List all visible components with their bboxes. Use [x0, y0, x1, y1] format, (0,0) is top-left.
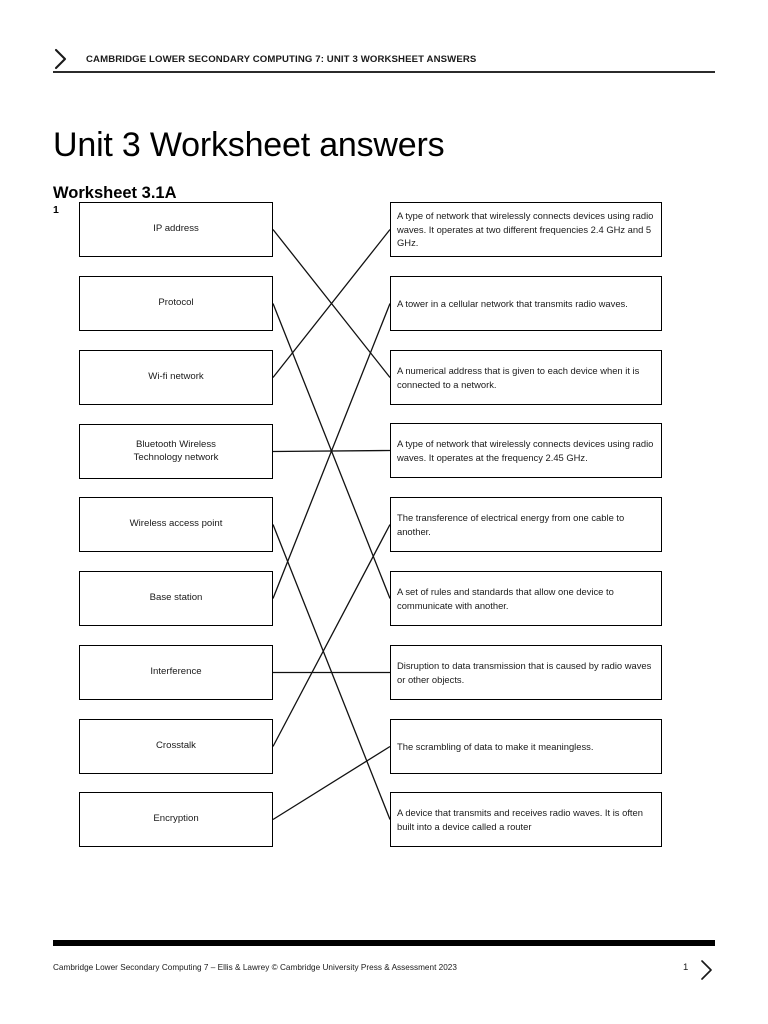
definition-box[interactable]: A type of network that wirelessly connec… — [390, 423, 662, 478]
term-box[interactable]: Wireless access point — [79, 497, 273, 552]
term-box[interactable]: IP address — [79, 202, 273, 257]
connector-line — [272, 524, 391, 747]
header-divider — [53, 71, 715, 73]
footer-credit: Cambridge Lower Secondary Computing 7 – … — [53, 963, 457, 972]
term-label: Protocol — [158, 297, 194, 309]
term-label: Wi-fi network — [148, 371, 204, 383]
definition-box[interactable]: The transference of electrical energy fr… — [390, 497, 662, 552]
header-title: CAMBRIDGE LOWER SECONDARY COMPUTING 7: U… — [86, 53, 477, 65]
definition-text: The transference of electrical energy fr… — [397, 511, 625, 537]
term-box[interactable]: Interference — [79, 645, 273, 700]
definition-box[interactable]: A device that transmits and receives rad… — [390, 792, 662, 847]
term-box[interactable]: Base station — [79, 571, 273, 626]
footer-page-number: 1 — [683, 962, 689, 973]
definition-text: A device that transmits and receives rad… — [397, 806, 643, 832]
term-box[interactable]: Crosstalk — [79, 719, 273, 774]
term-label: IP address — [153, 223, 199, 235]
definition-text: A set of rules and standards that allow … — [397, 585, 614, 611]
connector-line — [272, 303, 391, 599]
definition-text: A type of network that wirelessly connec… — [397, 210, 654, 249]
definition-box[interactable]: A tower in a cellular network that trans… — [390, 276, 662, 331]
footer-divider — [53, 940, 715, 946]
page-header: CAMBRIDGE LOWER SECONDARY COMPUTING 7: U… — [53, 44, 715, 74]
definition-box[interactable]: Disruption to data transmission that is … — [390, 645, 662, 700]
definition-text: A type of network that wirelessly connec… — [397, 437, 654, 463]
connector-line — [272, 229, 391, 378]
definition-text: The scrambling of data to make it meanin… — [397, 740, 594, 752]
connector-line — [272, 303, 391, 599]
term-box[interactable]: Protocol — [79, 276, 273, 331]
definition-text: Disruption to data transmission that is … — [397, 659, 652, 685]
term-label: Interference — [150, 666, 202, 678]
connector-line — [272, 229, 391, 378]
definition-box[interactable]: A numerical address that is given to eac… — [390, 350, 662, 405]
page-title: Unit 3 Worksheet answers — [53, 125, 445, 164]
definition-box[interactable]: The scrambling of data to make it meanin… — [390, 719, 662, 774]
definition-box[interactable]: A set of rules and standards that allow … — [390, 571, 662, 626]
connector-line — [272, 745, 391, 821]
term-label: Crosstalk — [156, 740, 196, 752]
term-box[interactable]: Encryption — [79, 792, 273, 847]
section-title: Worksheet 3.1A — [53, 183, 177, 202]
definition-text: A numerical address that is given to eac… — [397, 364, 640, 390]
question-number: 1 — [53, 204, 59, 216]
term-label: Base station — [149, 592, 203, 604]
definition-text: A tower in a cellular network that trans… — [397, 297, 628, 309]
chevron-right-icon — [54, 48, 67, 70]
connector-line — [272, 524, 391, 820]
connector-line — [272, 449, 391, 453]
definition-box[interactable]: A type of network that wirelessly connec… — [390, 202, 662, 257]
term-label: Wireless access point — [129, 518, 223, 530]
chevron-right-icon — [701, 960, 712, 980]
term-box[interactable]: Wi-fi network — [79, 350, 273, 405]
term-label: Encryption — [153, 813, 199, 825]
